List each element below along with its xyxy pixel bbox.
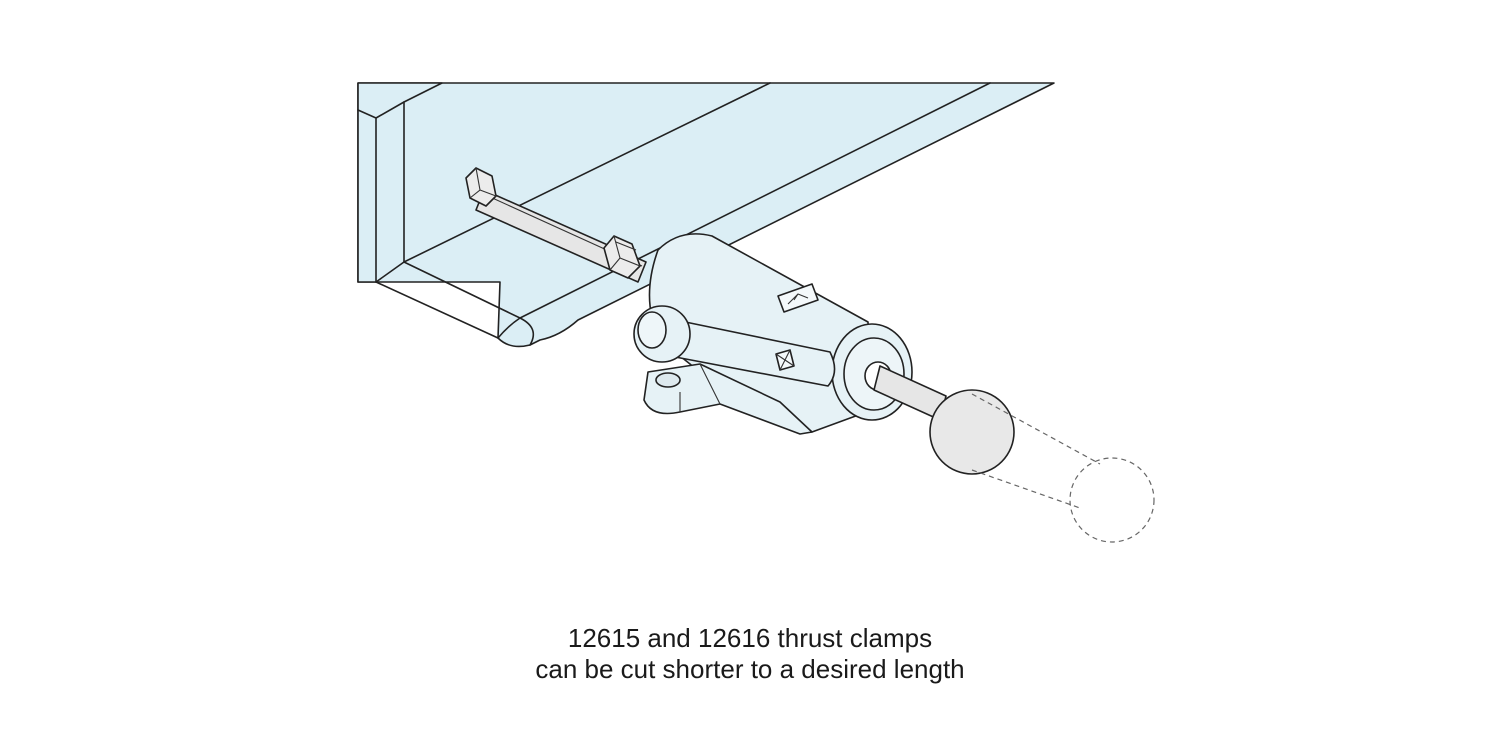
extended-length-ghost bbox=[971, 393, 1155, 543]
middle-nut bbox=[603, 235, 641, 279]
caption-line-2: can be cut shorter to a desired length bbox=[535, 654, 965, 684]
clamp-lever bbox=[633, 305, 836, 387]
caption-line-1: 12615 and 12616 thrust clamps bbox=[567, 623, 933, 653]
knob-ball bbox=[929, 389, 1015, 475]
thrust-clamp-illustration bbox=[357, 82, 1155, 543]
end-nut bbox=[465, 167, 497, 207]
table-block bbox=[357, 82, 1055, 348]
